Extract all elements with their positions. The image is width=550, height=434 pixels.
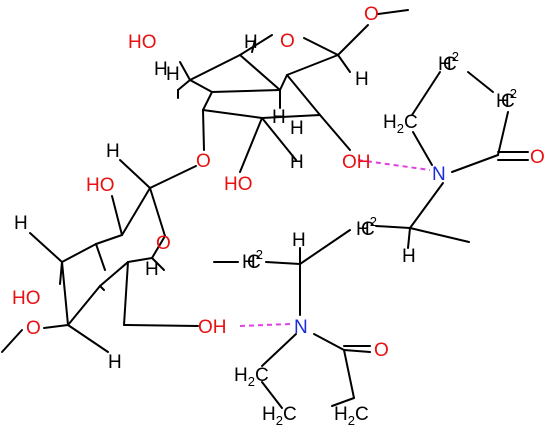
methylene-label: H2C [356, 214, 377, 240]
methoxy-oxygen-upper: O [364, 4, 379, 25]
hydrogen-bond-lower [239, 323, 291, 327]
hydroxyl-label: OH [342, 152, 371, 173]
polymer-backbone [213, 229, 351, 316]
methylene-label: H2C [262, 404, 297, 428]
hydrogen-label: H [14, 213, 28, 234]
nitrogen-lower: N [294, 317, 308, 338]
hydroxyl-label: OH [198, 317, 227, 338]
methylene-label: H2C [438, 49, 459, 75]
svg-text:H2C: H2C [334, 404, 369, 428]
upper-sugar-ring [177, 9, 409, 173]
hydroxyl-label: HO [12, 288, 41, 309]
ring-oxygen-lower: O [156, 233, 171, 254]
hydrogen-label: H [292, 230, 306, 251]
hydroxyl-label: HO [86, 175, 115, 196]
hydrogen-bond-upper [357, 159, 431, 171]
svg-text:H2C: H2C [356, 214, 377, 240]
hydrogen-bonds [239, 159, 431, 327]
svg-text:H2C: H2C [383, 112, 418, 136]
svg-text:H2C: H2C [438, 49, 459, 75]
methylene-label: H2C [334, 404, 369, 428]
hydrogen-label: H [402, 246, 416, 267]
carbonyl-oxygen-upper: O [530, 147, 545, 168]
hydrogen-label: H [244, 32, 258, 53]
upper-pyrrolidone-ring [375, 71, 529, 249]
methylene-label: H2C [383, 112, 418, 136]
svg-text:H2C: H2C [234, 365, 269, 389]
hydrogen-label: H [355, 69, 369, 90]
hydrogen-label: H [108, 352, 122, 373]
lower-pyrrolidone-ring [261, 333, 371, 409]
hydrogen-label: H [106, 141, 120, 162]
svg-text:H2C: H2C [242, 247, 263, 273]
methylene-label: H2C [496, 86, 517, 112]
methylene-label: H2C [242, 247, 263, 273]
carbonyl-oxygen-lower: O [374, 340, 389, 361]
hydrogen-label: H [154, 59, 168, 80]
atom-labels: O O HO HO OH O H H H H H H H O HO HO OH … [12, 4, 545, 428]
methoxy-oxygen-lower: O [26, 318, 41, 339]
methylene-label: H2C [234, 365, 269, 389]
hydrogen-label: H [290, 118, 304, 139]
svg-text:H2C: H2C [262, 404, 297, 428]
ring-oxygen-upper: O [280, 31, 295, 52]
glycosidic-link [149, 165, 197, 189]
hydrogen-label: H [166, 64, 180, 85]
svg-text:H2C: H2C [496, 86, 517, 112]
nitrogen-upper: N [432, 164, 446, 185]
glycosidic-oxygen: O [196, 151, 211, 172]
hydrogen-label: H [290, 152, 304, 173]
hydrogen-label: H [272, 107, 286, 128]
hydroxyl-label: HO [224, 174, 253, 195]
lower-sugar-ring [1, 159, 199, 353]
hydroxyl-label: HO [128, 32, 157, 53]
hydrogen-label: H [145, 259, 159, 280]
